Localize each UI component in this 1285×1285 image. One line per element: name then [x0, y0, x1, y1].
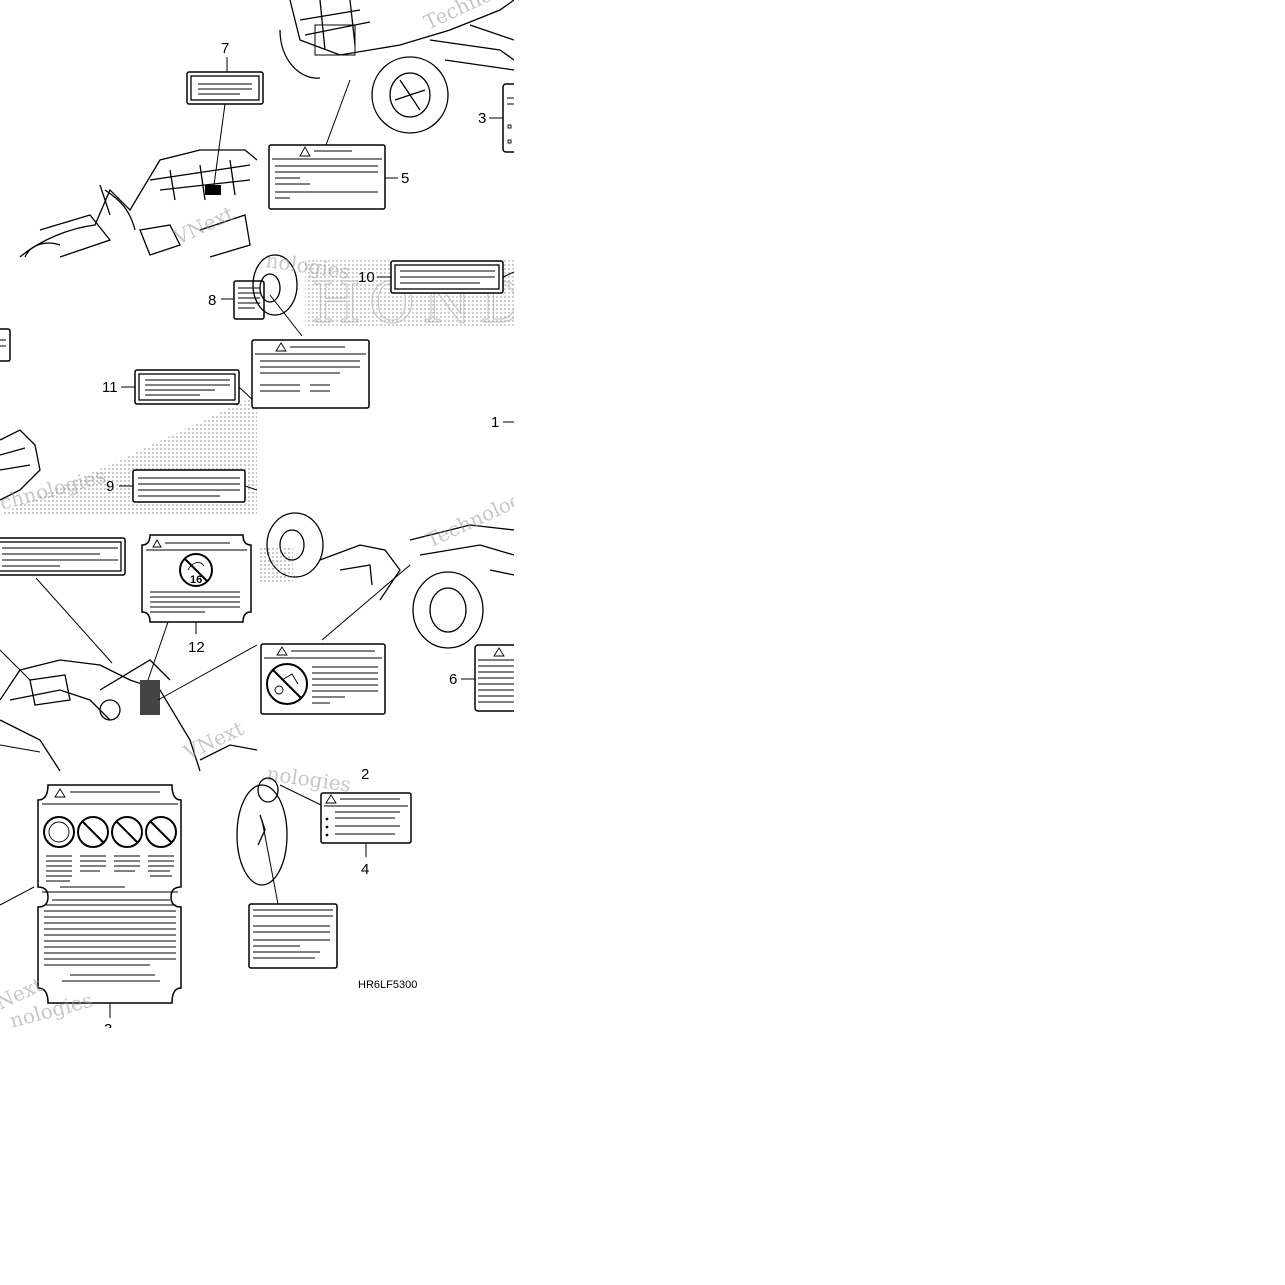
label-warning-center [251, 339, 370, 409]
callout-5: 5 [401, 170, 409, 187]
label-long-top-lines [2, 547, 118, 567]
callout-12: 12 [188, 639, 205, 656]
tile-atv-handlebar [0, 659, 258, 772]
callout-4: 4 [361, 861, 369, 878]
tile-atv-rear-right [258, 512, 515, 649]
label-9 [132, 469, 246, 503]
callout-3: 3 [478, 110, 486, 127]
tile-atv-top [19, 149, 258, 258]
tile-atv-wheel [236, 777, 288, 886]
diagram-code: HR6LF5300 [358, 979, 417, 991]
label-long-top [0, 537, 126, 576]
label-8-lines [238, 287, 260, 309]
label-4-lines [325, 811, 400, 837]
label-warning-tip-lines [312, 666, 378, 704]
label-7 [186, 71, 264, 105]
callout-7: 7 [221, 40, 229, 57]
prohibited-icon-group [43, 816, 177, 848]
label-3-large [37, 784, 182, 1004]
callout-8: 8 [208, 292, 216, 309]
callout-11: 11 [102, 379, 118, 396]
no-tip-over-icon [266, 663, 308, 705]
no-riders-under-16-icon: 16 [179, 553, 213, 587]
watermark: VNext [179, 716, 247, 765]
watermark: VNext [169, 201, 237, 250]
prohibited-icon [43, 816, 75, 848]
tile-atv-front [279, 0, 515, 134]
label-12-lines [150, 591, 240, 613]
label-5-lines [275, 165, 378, 199]
age-number: 16 [190, 574, 202, 586]
label-10-lines [400, 270, 495, 284]
label-bottom-center-lines [253, 909, 333, 959]
label-9-lines [138, 477, 240, 497]
callout-10: 10 [358, 269, 375, 286]
callout-1: 1 [491, 414, 499, 431]
label-small-left [0, 328, 11, 362]
label-11-lines [145, 379, 230, 396]
label-warning-center-lines [260, 360, 360, 392]
label-3-large-columns [42, 855, 178, 893]
label-6-lines [478, 659, 514, 703]
label-5 [268, 144, 386, 210]
callout-2: 2 [361, 766, 369, 783]
label-3-large-body [44, 899, 176, 982]
label-3-marks [507, 97, 514, 144]
callout-9: 9 [106, 478, 114, 495]
label-7-lines [198, 83, 252, 95]
label-11 [134, 369, 240, 405]
callout-6: 6 [449, 671, 457, 688]
